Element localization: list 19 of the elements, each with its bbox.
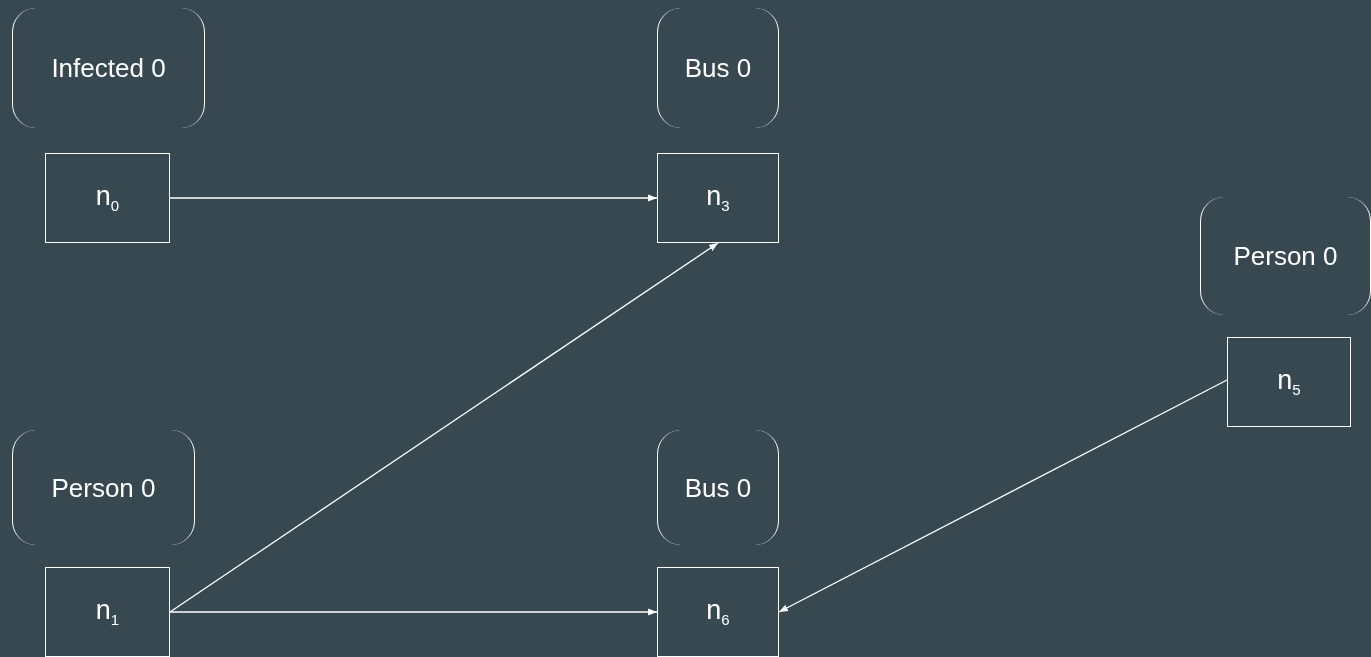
arrow <box>169 242 719 613</box>
node-label: n$_{1}$ <box>95 595 120 629</box>
bracket-label: Person 0 <box>1200 197 1371 315</box>
process-box <box>657 567 779 657</box>
process-box <box>657 153 779 243</box>
node-label: n$_{3}$ <box>706 181 730 215</box>
bracket-label: Infected 0 <box>12 8 205 128</box>
arrow <box>778 379 1228 613</box>
node-label: n$_{6}$ <box>706 595 730 629</box>
process-box <box>1227 337 1351 427</box>
process-box <box>45 567 170 657</box>
bracket-label: Bus 0 <box>657 8 779 128</box>
node-label: n$_{0}$ <box>95 181 120 215</box>
node-label: n$_{5}$ <box>1277 365 1301 399</box>
process-box <box>45 153 170 243</box>
bracket-label: Person 0 <box>12 430 195 545</box>
arrow <box>169 194 658 202</box>
arrow <box>169 608 658 616</box>
bracket-label: Bus 0 <box>657 430 779 545</box>
